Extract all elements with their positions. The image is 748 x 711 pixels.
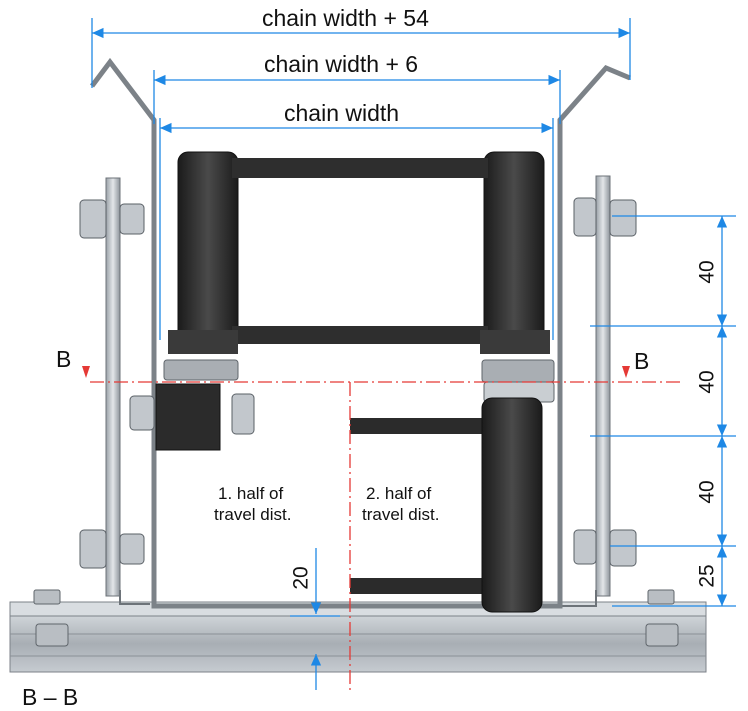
section-marker-right: B xyxy=(634,348,650,374)
chain-upper xyxy=(168,151,550,354)
bracket-bolts xyxy=(79,197,637,569)
section-marker-left: B xyxy=(56,346,72,372)
left-outer-bracket xyxy=(105,177,150,605)
rail-bolts xyxy=(33,589,679,647)
section-lines xyxy=(90,381,680,694)
outer-width-label: chain width + 54 xyxy=(262,5,429,31)
support-blocks xyxy=(163,359,555,403)
right-outer-bracket xyxy=(560,175,611,607)
note-right-line2: travel dist. xyxy=(362,505,440,524)
note-left-line2: travel dist. xyxy=(214,505,292,524)
note-left-line1: 1. half of xyxy=(218,484,284,503)
chain-lower xyxy=(350,397,543,613)
dim-40-top: 40 xyxy=(695,260,719,284)
dim-40-low: 40 xyxy=(695,480,719,504)
end-mount-block xyxy=(155,383,221,451)
inner-width-label: chain width + 6 xyxy=(264,51,419,77)
note-right-line1: 2. half of xyxy=(366,484,432,503)
width-dimensions xyxy=(91,18,631,340)
section-arrows xyxy=(82,366,630,378)
section-footer: B – B xyxy=(22,684,79,710)
dim-20: 20 xyxy=(289,566,313,590)
dim-40-mid: 40 xyxy=(695,370,719,394)
height-dimensions xyxy=(290,215,736,690)
dim-25: 25 xyxy=(695,564,719,588)
chain-width-label: chain width xyxy=(284,100,400,126)
base-rail xyxy=(9,601,707,673)
